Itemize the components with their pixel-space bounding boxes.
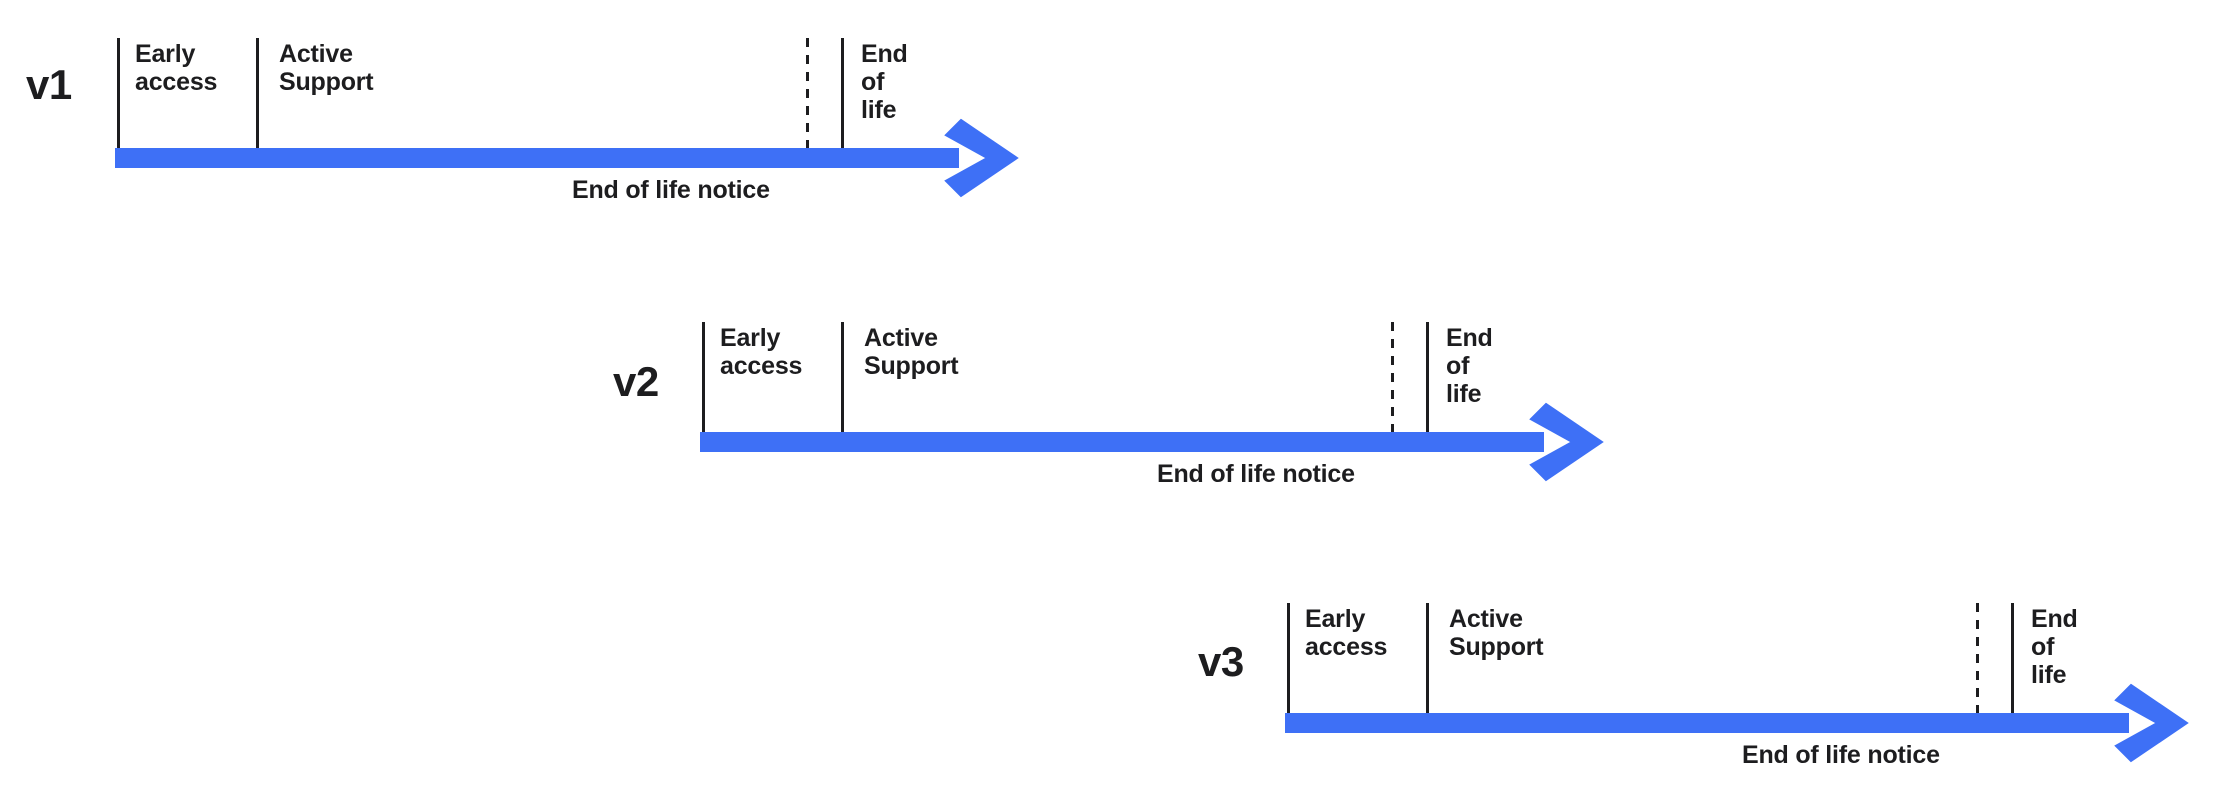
end-of-life-notice-label-v1: End of life notice	[572, 176, 770, 204]
arrow-shaft	[115, 148, 959, 168]
phase-label-end-of-life: End of life	[2031, 605, 2078, 689]
phase-label-active-support: Active Support	[864, 324, 959, 380]
phase-label-end-of-life: End of life	[861, 40, 908, 124]
phase-divider-active-support	[1426, 603, 1429, 713]
version-label-v2: v2	[613, 358, 659, 405]
end-of-life-notice-marker	[1976, 603, 1979, 713]
phase-divider-end-of-life	[1426, 322, 1429, 432]
phase-divider-early-access	[702, 322, 705, 432]
end-of-life-notice-marker	[1391, 322, 1394, 432]
phase-label-active-support: Active Support	[279, 40, 374, 96]
phase-divider-early-access	[1287, 603, 1290, 713]
arrow-head	[2114, 683, 2189, 763]
timeline-arrow-v3	[1285, 683, 2189, 763]
phase-label-early-access: Early access	[720, 324, 803, 380]
phase-label-active-support: Active Support	[1449, 605, 1544, 661]
arrow-shaft	[1285, 713, 2129, 733]
phase-divider-end-of-life	[841, 38, 844, 148]
version-label-v1: v1	[26, 61, 72, 108]
arrow-head	[1529, 402, 1604, 482]
phase-divider-active-support	[841, 322, 844, 432]
timeline-arrow-v1	[115, 118, 1019, 198]
phase-label-early-access: Early access	[1305, 605, 1388, 661]
end-of-life-notice-label-v2: End of life notice	[1157, 460, 1355, 488]
phase-divider-active-support	[256, 38, 259, 148]
phase-label-end-of-life: End of life	[1446, 324, 1493, 408]
end-of-life-notice-marker	[806, 38, 809, 148]
phase-divider-early-access	[117, 38, 120, 148]
timeline-arrow-v2	[700, 402, 1604, 482]
version-label-v3: v3	[1198, 638, 1244, 685]
phase-divider-end-of-life	[2011, 603, 2014, 713]
end-of-life-notice-label-v3: End of life notice	[1742, 741, 1940, 769]
arrow-head	[944, 118, 1019, 198]
phase-label-early-access: Early access	[135, 40, 218, 96]
arrow-shaft	[700, 432, 1544, 452]
